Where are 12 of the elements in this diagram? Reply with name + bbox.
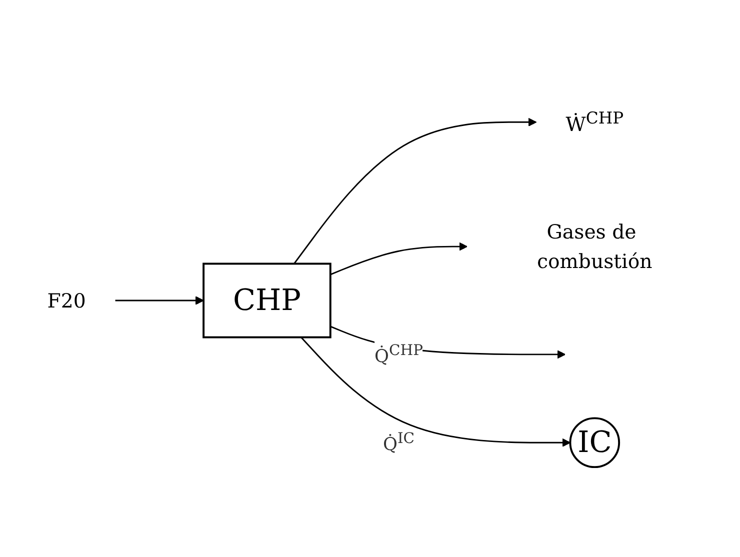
node-text: Gases de combustión [537, 220, 652, 273]
edge-label: Q̇$^{CHP}$ [374, 340, 423, 366]
arrow [115, 296, 204, 304]
node-circle [569, 416, 620, 468]
arrow [300, 336, 571, 446]
node-text: F20 [47, 288, 86, 312]
node-box [202, 262, 332, 338]
arrow [294, 117, 537, 264]
arrow [330, 242, 468, 275]
edge-label: Q̇$^{IC}$ [382, 428, 415, 454]
node-text: Ẇ$^{CHP}$ [566, 108, 624, 136]
flow-diagram: Q̇$^{CHP}$ Q̇$^{IC}$ F20 CHP Ẇ$^{CHP}$ Gases de combustión IC [10, 8, 730, 548]
